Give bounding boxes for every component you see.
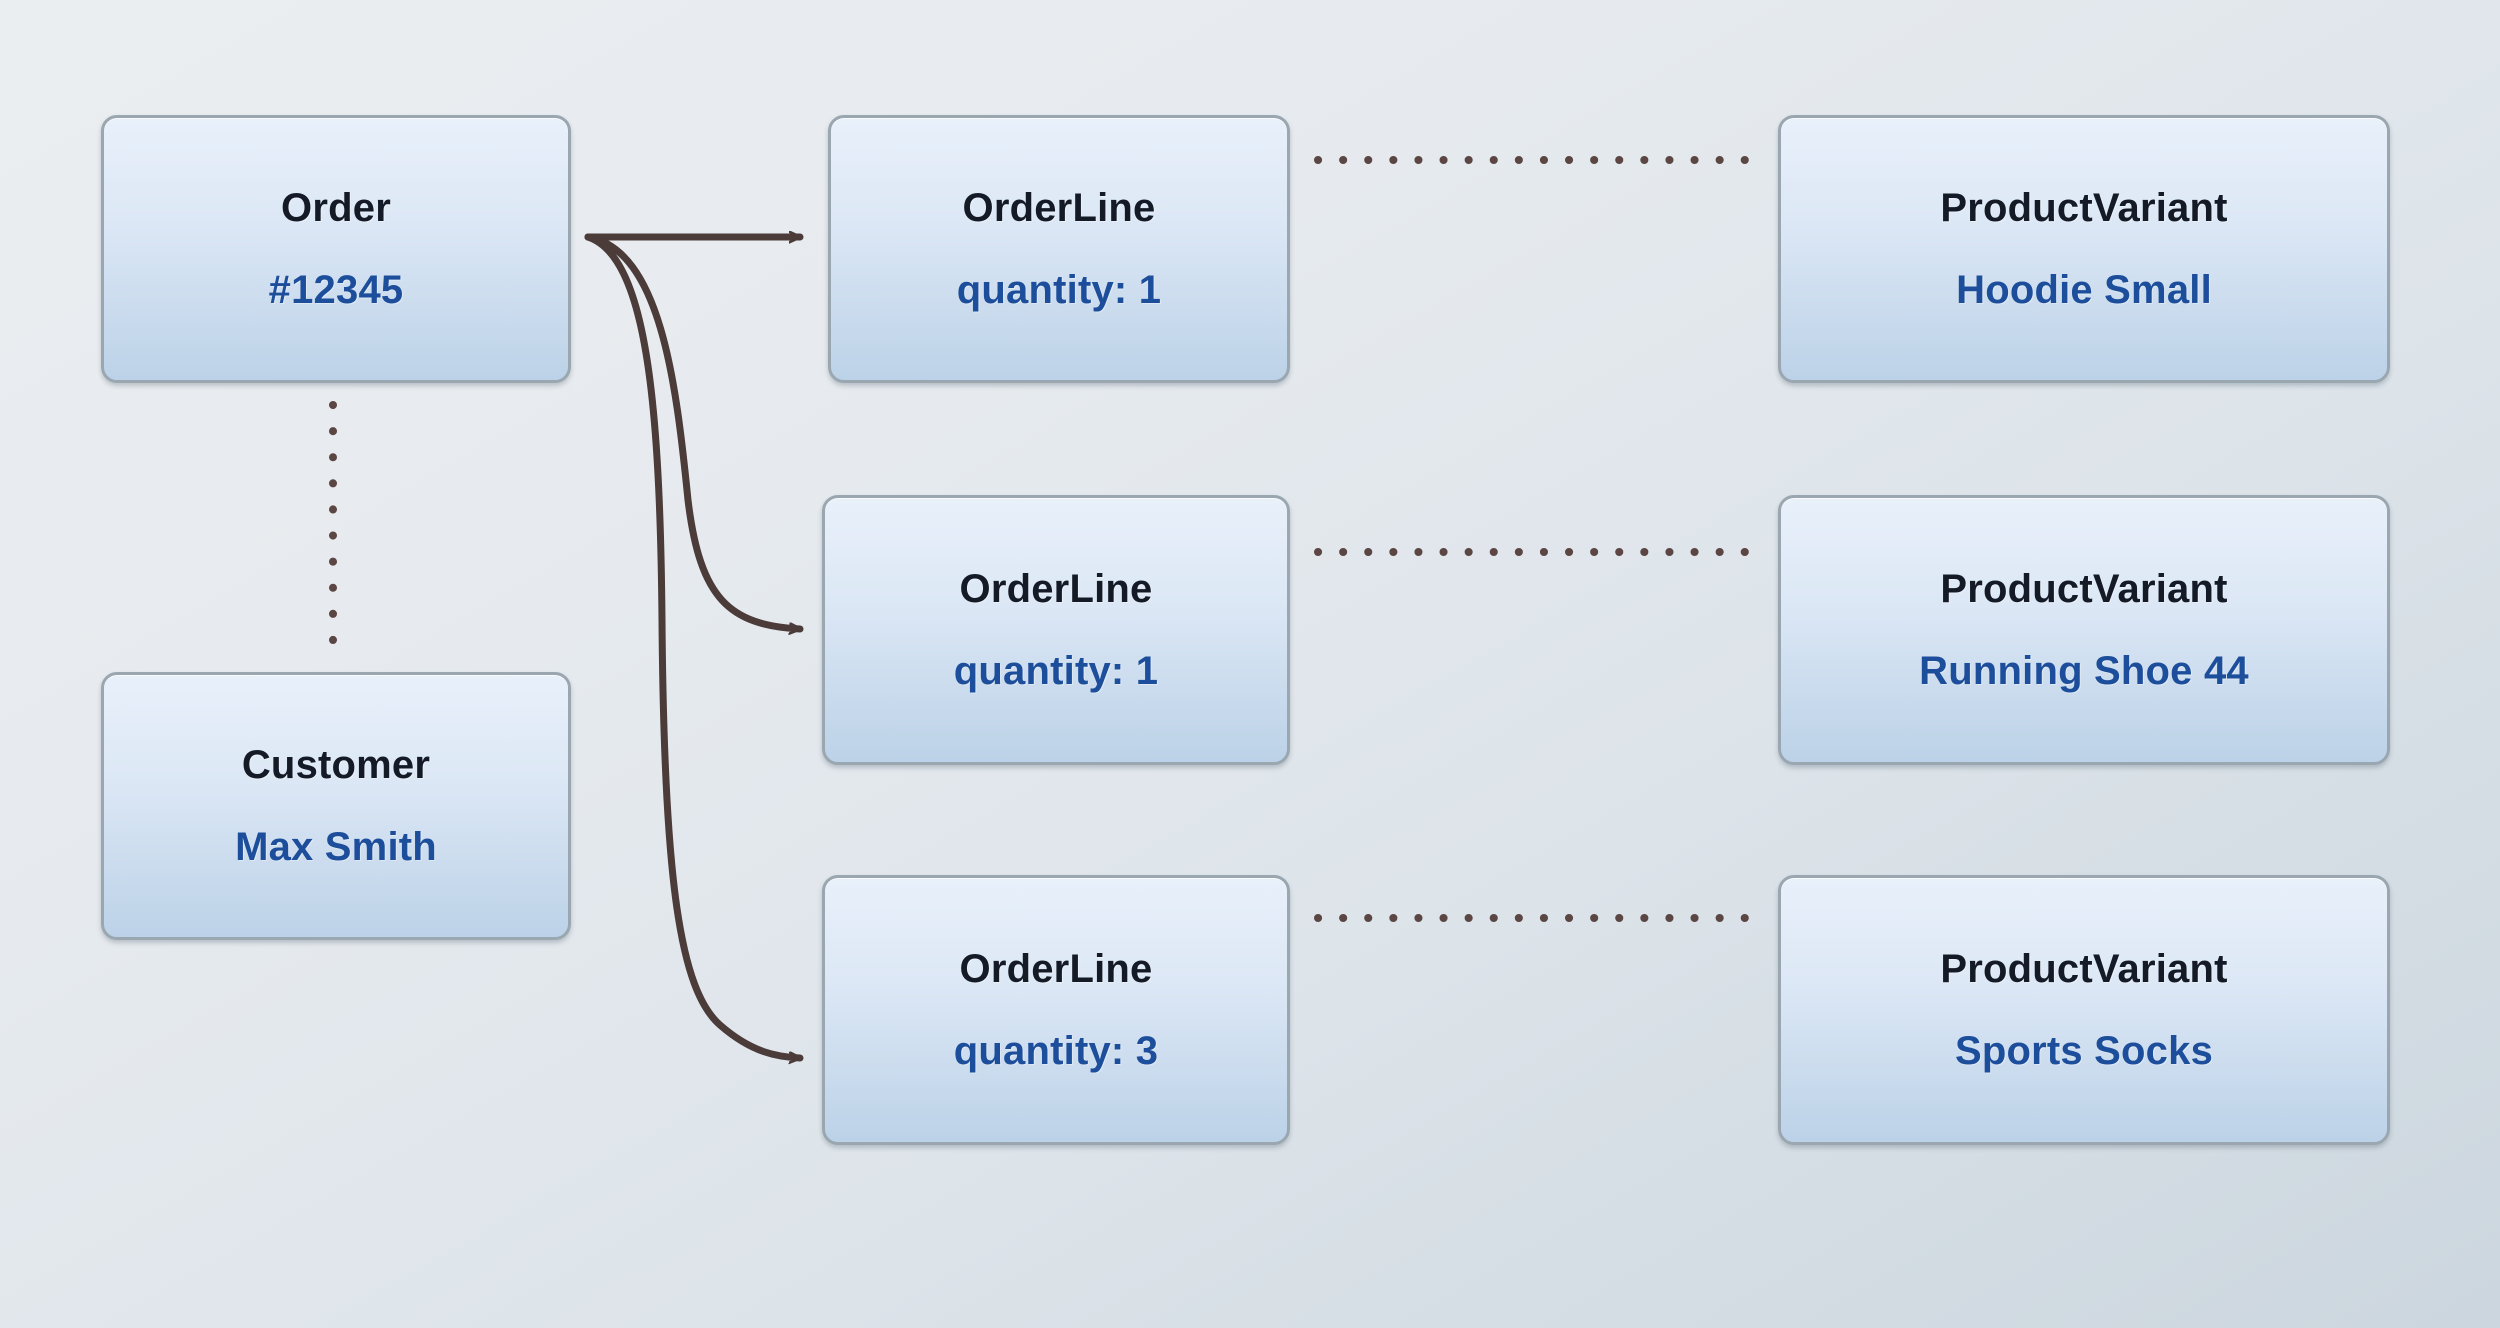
edge-order-to-orderline-2 — [584, 233, 804, 629]
node-orderline-1[interactable]: OrderLine quantity: 1 — [828, 115, 1290, 383]
node-productvariant-3-value: Sports Socks — [1954, 1029, 2214, 1073]
node-orderline-2[interactable]: OrderLine quantity: 1 — [822, 495, 1290, 765]
node-order[interactable]: Order #12345 — [101, 115, 571, 383]
node-orderline-2-quantity: quantity: 1 — [953, 649, 1159, 693]
node-order-value: #12345 — [268, 268, 404, 312]
node-customer-title: Customer — [241, 743, 431, 787]
node-productvariant-3[interactable]: ProductVariant Sports Socks — [1778, 875, 2390, 1145]
node-productvariant-3-title: ProductVariant — [1940, 947, 2228, 991]
node-customer[interactable]: Customer Max Smith — [101, 672, 571, 940]
node-productvariant-2[interactable]: ProductVariant Running Shoe 44 — [1778, 495, 2390, 765]
node-orderline-3-quantity: quantity: 3 — [953, 1029, 1159, 1073]
edge-order-to-orderline-3 — [584, 233, 804, 1058]
node-orderline-3[interactable]: OrderLine quantity: 3 — [822, 875, 1290, 1145]
node-orderline-2-title: OrderLine — [959, 567, 1153, 611]
node-orderline-1-title: OrderLine — [962, 186, 1156, 230]
node-customer-value: Max Smith — [235, 825, 437, 869]
node-orderline-3-title: OrderLine — [959, 947, 1153, 991]
node-orderline-1-quantity: quantity: 1 — [956, 268, 1162, 312]
node-order-title: Order — [281, 186, 391, 230]
node-productvariant-1[interactable]: ProductVariant Hoodie Small — [1778, 115, 2390, 383]
node-productvariant-1-title: ProductVariant — [1940, 186, 2228, 230]
node-productvariant-2-title: ProductVariant — [1940, 567, 2228, 611]
node-productvariant-2-value: Running Shoe 44 — [1919, 649, 2249, 693]
node-productvariant-1-value: Hoodie Small — [1956, 268, 2212, 312]
